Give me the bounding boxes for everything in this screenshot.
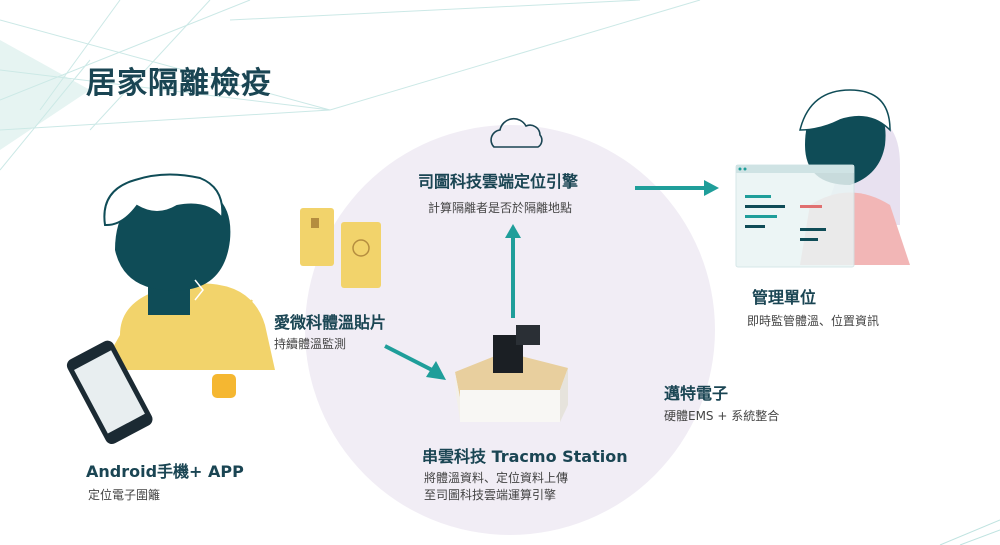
arrow-station-to-cloud xyxy=(505,224,521,318)
station-desc-line1: 將體溫資料、定位資料上傳 xyxy=(424,471,569,485)
phone-icon xyxy=(66,340,153,445)
wearable-patch-icon xyxy=(212,374,236,398)
arrow-cloud-to-admin xyxy=(635,180,719,196)
cloud-icon xyxy=(490,117,543,148)
cloud-engine-title: 司圖科技雲端定位引擎 xyxy=(418,172,579,191)
central-circle xyxy=(305,125,715,535)
cloud-engine-desc: 計算隔離者是否於隔離地點 xyxy=(428,201,573,215)
android-desc: 定位電子圍籬 xyxy=(88,488,161,502)
network-shade xyxy=(0,40,90,150)
integrator-title: 邁特電子 xyxy=(664,384,729,403)
patch-title: 愛微科體溫貼片 xyxy=(274,313,387,332)
page-title: 居家隔離檢疫 xyxy=(86,66,272,101)
person-icon xyxy=(100,173,275,398)
patch-icon xyxy=(300,208,381,288)
integrator-desc: 硬體EMS + 系統整合 xyxy=(664,409,780,423)
admin-desc: 即時監管體溫、位置資訊 xyxy=(747,314,880,328)
android-title: Android手機+ APP xyxy=(86,462,244,481)
station-title: 串雲科技 Tracmo Station xyxy=(422,447,628,466)
station-icon xyxy=(455,325,568,422)
corner-decoration xyxy=(939,519,1000,545)
arrow-patch-to-station xyxy=(384,344,446,380)
admin-title: 管理單位 xyxy=(752,288,817,307)
patch-desc: 持續體溫監測 xyxy=(274,337,347,351)
screen-icon xyxy=(735,164,855,268)
station-desc-line2: 至司圖科技雲端運算引擎 xyxy=(424,488,557,502)
